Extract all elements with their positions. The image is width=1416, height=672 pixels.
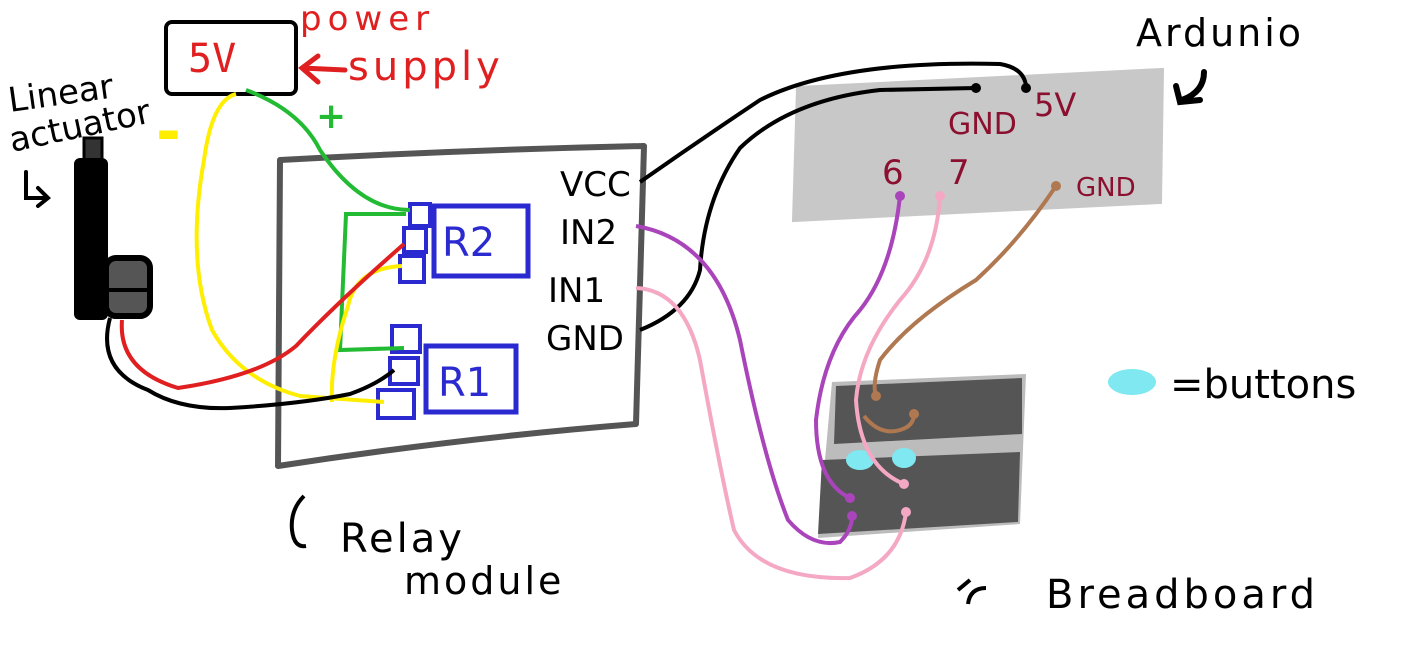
wire-brown-bb-jumper xyxy=(862,413,916,434)
power-supply-minus: - xyxy=(156,97,181,167)
relay-pin-in2: IN2 xyxy=(560,213,617,253)
relay-r1-label: R1 xyxy=(438,360,491,406)
power-supply-plus: + xyxy=(316,96,346,137)
wire-black-gnd-gnd xyxy=(639,86,977,332)
wire-pink-in1 xyxy=(635,286,908,581)
relay-pin-in1: IN1 xyxy=(548,271,605,311)
wire-brown-end-bb-2 xyxy=(909,409,919,419)
legend-text: =buttons xyxy=(1170,362,1356,408)
breadboard-button-2 xyxy=(892,448,916,468)
power-supply-voltage: 5V xyxy=(188,36,236,82)
relay-caption-line1: Relay xyxy=(340,516,465,562)
linear-actuator xyxy=(74,136,153,320)
wire-black-vcc-5v xyxy=(638,61,1028,184)
power-supply-label-line2: supply xyxy=(348,44,504,90)
arduino-pin-7: 7 xyxy=(948,153,970,193)
relay-r2-label: R2 xyxy=(442,220,495,266)
relay-r1-terminal-1 xyxy=(390,324,422,354)
relay-r2-body xyxy=(431,203,531,279)
wire-purple-end-bb-2 xyxy=(847,511,857,521)
arduino-pin-6: 6 xyxy=(882,153,904,193)
wire-purple-in2 xyxy=(635,224,854,545)
wire-brown-end-bb-1 xyxy=(871,391,881,401)
wire-purple-end-bb-1 xyxy=(845,493,855,503)
arduino-arrow xyxy=(1173,69,1207,106)
breadboard-caption-arrow xyxy=(956,578,987,605)
wire-yellow-r2-to-r1 xyxy=(329,264,403,403)
wire-red-actuator-r2 xyxy=(119,242,406,391)
wire-pink-end-bb-2 xyxy=(901,507,911,517)
arduino-pin-gnd-top: GND xyxy=(948,107,1017,142)
arduino-pin-gnd-right: GND xyxy=(1076,173,1136,203)
wire-brown-end-gnd xyxy=(1051,181,1061,191)
wire-pink-end-pin7 xyxy=(935,191,945,201)
actuator-arrow xyxy=(24,170,51,208)
wire-brown-gnd xyxy=(872,184,1058,397)
relay-r2-terminal-1 xyxy=(408,202,432,228)
wire-purple-end-pin6 xyxy=(895,191,905,201)
power-supply-label-line1: power xyxy=(300,0,435,39)
relay-pin-vcc: VCC xyxy=(560,165,631,205)
wire-pink-pin7 xyxy=(853,195,942,486)
arduino-pin-5v: 5V xyxy=(1034,86,1076,124)
relay-caption-bracket xyxy=(289,494,307,549)
wire-green-r2-to-r1 xyxy=(337,212,406,353)
wire-purple-pin6 xyxy=(813,195,902,500)
wire-pink-end-bb-1 xyxy=(899,479,909,489)
wire-black-end-5v xyxy=(1021,83,1031,93)
wire-black-actuator-r1 xyxy=(105,317,396,411)
relay-r1-terminal-3 xyxy=(376,388,416,420)
arduino-label: Ardunio xyxy=(1136,11,1304,55)
wire-black-end-gnd xyxy=(971,83,981,93)
breadboard-button-1 xyxy=(846,450,874,470)
relay-r1-body xyxy=(423,343,519,415)
legend-button-icon xyxy=(1108,369,1156,395)
breadboard-label: Breadboard xyxy=(1046,572,1319,618)
wire-green-supply-to-r2 xyxy=(245,88,411,212)
relay-caption-line2: module xyxy=(404,559,564,603)
relay-r2-terminal-3 xyxy=(398,254,426,284)
arduino-board xyxy=(791,67,1165,223)
relay-pin-gnd: GND xyxy=(546,319,624,359)
power-supply-arrow xyxy=(298,53,348,85)
wire-yellow-supply xyxy=(194,92,385,404)
relay-r2-terminal-2 xyxy=(402,226,428,254)
